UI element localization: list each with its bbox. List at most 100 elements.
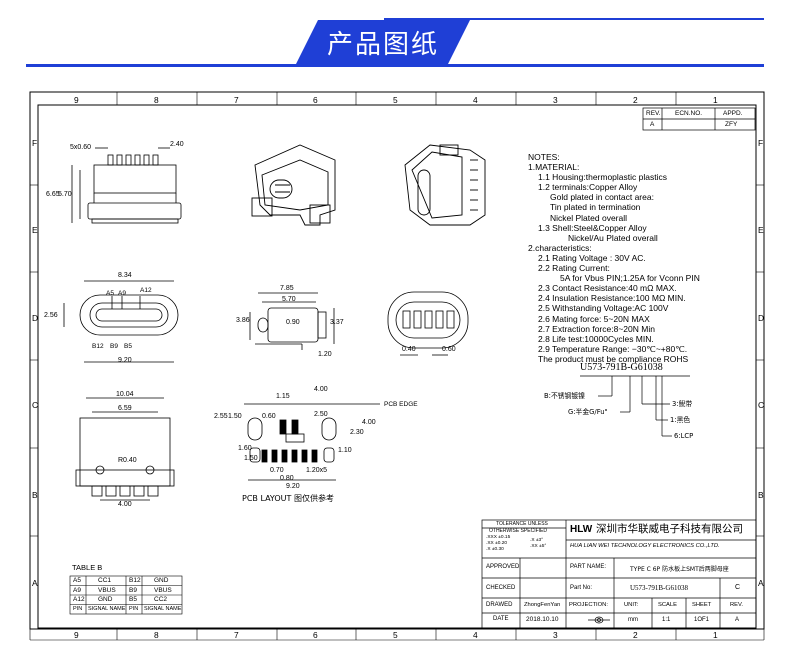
pin-a9: A9	[118, 290, 126, 297]
notes-line: 2.9 Temperature Range: −30℃~+80℃.	[538, 343, 688, 354]
rev-value: A	[650, 121, 655, 128]
right-front-view	[387, 291, 469, 356]
dim-920: 9.20	[118, 357, 132, 364]
row-label-right: D	[758, 313, 765, 323]
part-code-b: B:不锈钢镀镍	[544, 392, 585, 400]
front-view	[63, 280, 179, 363]
dim-p110: 1.10	[338, 447, 352, 454]
notes-line: 2.4 Insulation Resistance:100 MΩ MIN.	[538, 293, 686, 304]
notes-line: NOTES:	[528, 152, 560, 162]
top-side-view	[71, 147, 182, 224]
col-label-bottom: 7	[234, 630, 239, 640]
col-label: 5	[393, 95, 398, 105]
draw-date: 2018.10.10	[526, 616, 559, 623]
sheet-value: 1OF1	[694, 617, 710, 623]
table-b-cell: A9	[73, 587, 81, 594]
sheet-label: SHEET	[692, 602, 712, 608]
part-code-6: 6:LCP	[674, 432, 694, 440]
banner-top-line	[384, 18, 764, 20]
tol-1: .XXX ±0.15	[486, 535, 511, 540]
notes-line: Nickel Plated overall	[550, 212, 628, 223]
col-label-bottom: 8	[154, 630, 159, 640]
dim-p070: 0.70	[270, 467, 284, 474]
row-label-right: A	[758, 578, 764, 588]
bottom-view	[75, 397, 175, 501]
approved-label: APPROVED	[486, 564, 520, 570]
col-label: 2	[633, 95, 638, 105]
col-label: 8	[154, 95, 159, 105]
dim-120: 1.20	[318, 351, 332, 358]
notes-line: 2.5 Withstanding Voltage:AC 100V	[538, 303, 669, 314]
notes-line: Gold plated in contact area:	[550, 192, 654, 203]
col-label-bottom: 5	[393, 630, 398, 640]
table-b-cell: CC2	[154, 596, 168, 603]
dim-570: 5.70	[58, 191, 72, 198]
dim-p230: 2.30	[350, 429, 364, 436]
dim-1004: 10.04	[116, 391, 134, 398]
dim-p250: 2.50	[314, 411, 328, 418]
col-label: 1	[713, 95, 718, 105]
table-b-cell: PIN	[129, 606, 139, 612]
dim-p120x5: 1.20x5	[306, 467, 328, 474]
row-label: B	[32, 490, 38, 500]
dim-p400: 4.00	[314, 386, 328, 393]
banner-line	[26, 64, 764, 67]
company-logo: HLW	[570, 524, 593, 535]
row-label: A	[32, 578, 38, 588]
notes-line: 1.3 Shell:Steel&Copper Alloy	[538, 222, 647, 233]
projection-label: PROJECTION:	[569, 602, 608, 608]
appd-header: APPD.	[723, 110, 743, 117]
part-name: TYPE C 6P 防水板上SMT后两脚母座	[630, 566, 729, 573]
col-label: 7	[234, 95, 239, 105]
banner-title: 产品图纸	[326, 30, 439, 60]
pcb-layout-view	[244, 403, 380, 481]
table-b-cell: PIN	[73, 606, 83, 612]
col-label-bottom: 9	[74, 630, 79, 640]
table-b-cell: GND	[154, 577, 169, 584]
row-label: E	[32, 225, 38, 235]
notes-line: 5A for Vbus PIN;1.25A for Vconn PIN	[560, 273, 700, 284]
notes-line: 2.8 Life test:10000Cycles MIN.	[538, 333, 654, 344]
row-label: C	[32, 400, 39, 410]
table-b-cell: VBUS	[154, 587, 172, 594]
notes-line: 2.1 Rating Voltage : 30V AC.	[538, 252, 646, 263]
appd-value: ZFY	[725, 121, 738, 128]
pin-a5: A5	[106, 290, 114, 297]
notes-line: 2.characteristics:	[528, 242, 592, 253]
notes-line: Nickel/Au Plated overall	[568, 232, 658, 243]
iso-view-left	[251, 144, 336, 226]
tol-3: .X ±0.30	[486, 547, 504, 552]
pin-a12: A12	[140, 287, 152, 294]
part-no-label: Part No:	[570, 585, 593, 591]
company-name-en: HUA LIAN WEI TECHNOLOGY ELECTRONICS CO.,…	[570, 543, 720, 549]
rev-header: REV.	[646, 110, 661, 117]
ang-1: .X ±3°	[530, 538, 544, 543]
notes-line: 2.7 Extraction force:8~20N Min	[538, 323, 655, 334]
dim-785: 7.85	[280, 285, 294, 292]
pcb-layout-caption: PCB LAYOUT 图仅供参考	[242, 494, 334, 503]
part-name-label: PART NAME:	[570, 564, 607, 570]
table-b-cell: CC1	[98, 577, 112, 584]
rev-value-tb: A	[735, 617, 740, 623]
notes-line: Tin plated in termination	[550, 202, 641, 213]
table-b-cell: VBUS	[98, 587, 116, 594]
dim-570b: 5.70	[282, 296, 296, 303]
part-code-g: G:半金G/Fu"	[568, 408, 608, 416]
dim-top-width: 2.40	[170, 141, 184, 148]
table-b-cell: GND	[98, 596, 113, 603]
checked-label: CHECKED	[486, 585, 516, 591]
dim-040: 0.40	[402, 346, 416, 353]
col-label-bottom: 3	[553, 630, 558, 640]
part-rev-letter: C	[735, 584, 741, 591]
part-code-3: 3:鲵带	[672, 400, 693, 408]
dim-386: 3.86	[236, 317, 250, 324]
table-b-cell: SIGNAL NAME	[144, 606, 182, 612]
notes-line: 1.2 terminals:Copper Alloy	[538, 182, 638, 193]
col-label-bottom: 2	[633, 630, 638, 640]
dim-p080: 0.80	[280, 475, 294, 482]
dim-p150: 1.50	[228, 413, 242, 420]
